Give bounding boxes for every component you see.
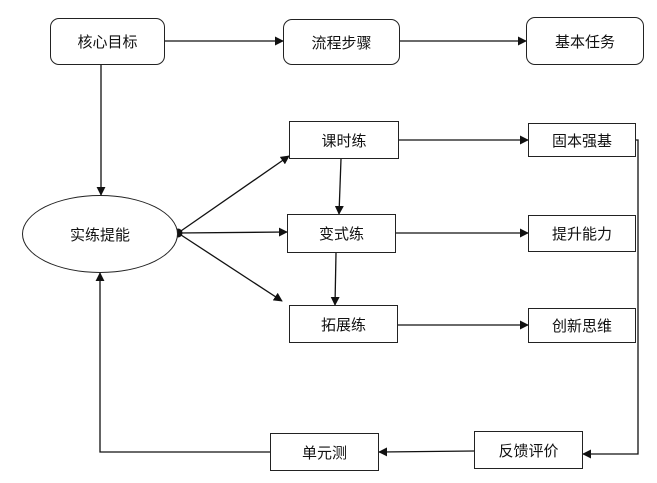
edge-lesson-to-variant [334,158,344,215]
node-variant-practice: 变式练 [287,214,396,253]
node-basic-task: 基本任务 [526,17,644,65]
node-lesson-practice: 课时练 [289,121,399,159]
node-process-steps: 流程步骤 [283,19,400,65]
edge-base-to-feedback [582,139,639,459]
edge-practice-to-lesson [177,155,290,234]
node-extension-practice: 拓展练 [289,305,398,343]
node-feedback-evaluation: 反馈评价 [474,431,583,469]
edge-unit_test-to-practice [95,272,270,453]
node-core-goal: 核心目标 [50,18,165,65]
node-improve-ability: 提升能力 [528,215,636,252]
node-practice-ability: 实练提能 [22,195,178,273]
edge-practice-to-variant [177,227,288,237]
node-consolidate-basics: 固本强基 [528,123,636,157]
node-unit-test: 单元测 [270,433,379,471]
node-innovative-thinking: 创新思维 [528,308,636,343]
edge-feedback-to-unit_test [378,447,475,457]
edge-variant-to-extend [330,252,340,306]
edge-practice-to-extend [177,232,283,302]
